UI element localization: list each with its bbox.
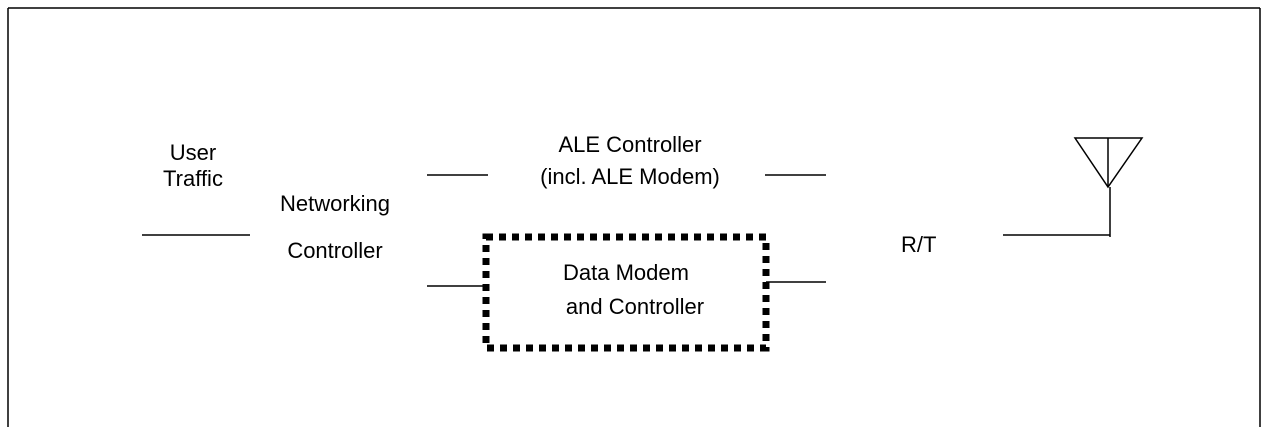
user-traffic-line2: Traffic [163,166,223,191]
networking-controller-line2: Controller [287,238,383,263]
networking-controller-label: Networking Controller [262,191,408,264]
data-modem-line2: and Controller [565,294,705,319]
data-modem-label: Data Modem and Controller [506,260,746,320]
user-traffic-label: User Traffic [150,140,236,192]
rt-label: R/T [901,232,937,257]
ale-controller-line1: ALE Controller [558,132,702,157]
antenna-icon [1073,137,1144,237]
ale-controller-label: ALE Controller (incl. ALE Modem) [510,132,750,190]
networking-controller-line1: Networking [279,191,391,216]
ale-controller-line2: (incl. ALE Modem) [540,164,720,189]
user-traffic-line1: User [169,140,217,165]
data-modem-line1: Data Modem [563,260,689,285]
